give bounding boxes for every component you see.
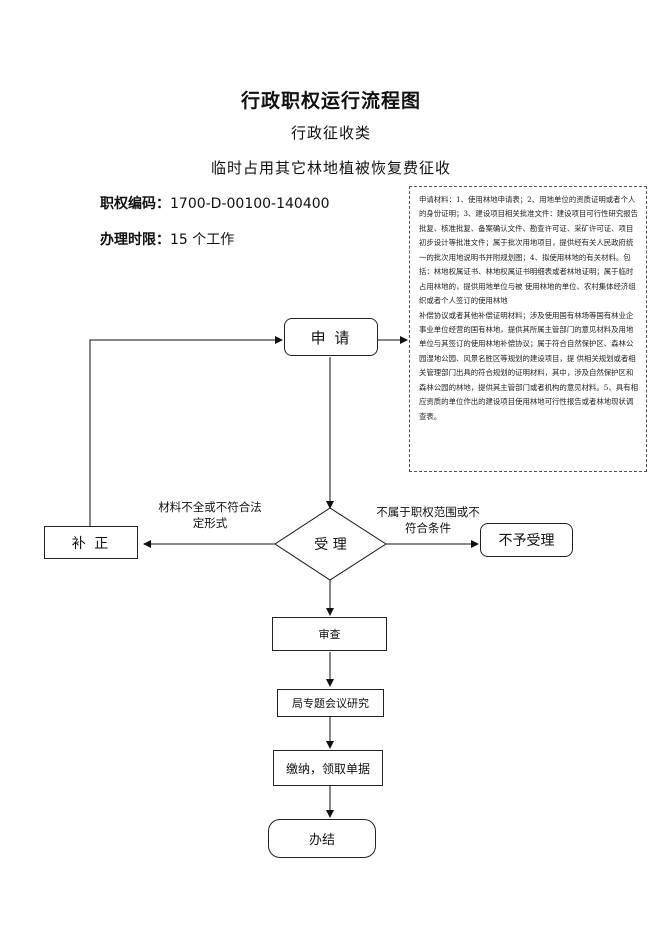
correct-label: 补 正	[71, 535, 111, 552]
review-node: 审查	[272, 617, 387, 651]
finish-label: 办结	[308, 833, 335, 848]
review-label: 审查	[318, 628, 341, 641]
apply-label: 申 请	[310, 328, 352, 347]
meeting-label: 局专题会议研究	[292, 697, 369, 710]
item-name: 临时占用其它林地植被恢复费征收	[210, 159, 451, 177]
accept-diamond	[274, 507, 387, 581]
arrow-correct-to-apply	[89, 336, 283, 526]
time-label: 办理时限：	[100, 232, 170, 248]
note-line: 补偿协议或者其他补偿证明材料；涉及使用国有林场等国有林业企事业单位经营的国有林地…	[419, 310, 639, 421]
pay-node: 缴纳，领取单据	[273, 750, 383, 786]
out-of-scope-condition-label: 不属于职权范围或不符合条件	[376, 505, 480, 536]
apply-node: 申 请	[284, 318, 378, 356]
reject-node: 不予受理	[480, 523, 573, 557]
materials-note: 申请材料：1、使用林地申请表；2、用地单位的资质证明或者个人的身份证明；3、建设…	[409, 186, 647, 472]
code-label: 职权编码：	[100, 196, 170, 212]
accept-node: 受 理	[275, 532, 386, 556]
finish-node: 办结	[268, 819, 376, 858]
pay-label: 缴纳，领取单据	[285, 761, 370, 776]
page-title: 行政职权运行流程图	[240, 90, 421, 112]
meeting-node: 局专题会议研究	[277, 689, 384, 717]
reject-label: 不予受理	[498, 533, 555, 549]
code-row: 职权编码：1700-D-00100-140400	[100, 193, 330, 213]
note-line: 申请材料：1、使用林地申请表；2、用地单位的资质证明或者个人的身份证明；3、建设…	[419, 195, 639, 306]
correct-node: 补 正	[44, 526, 138, 559]
incomplete-condition-label: 材料不全或不符合法定形式	[158, 500, 262, 531]
category-subtitle: 行政征收类	[290, 124, 371, 142]
accept-label: 受 理	[314, 537, 347, 553]
code-value: 1700-D-00100-140400	[170, 196, 330, 212]
time-row: 办理时限：15 个工作	[100, 229, 234, 249]
time-value: 15 个工作	[170, 232, 235, 248]
